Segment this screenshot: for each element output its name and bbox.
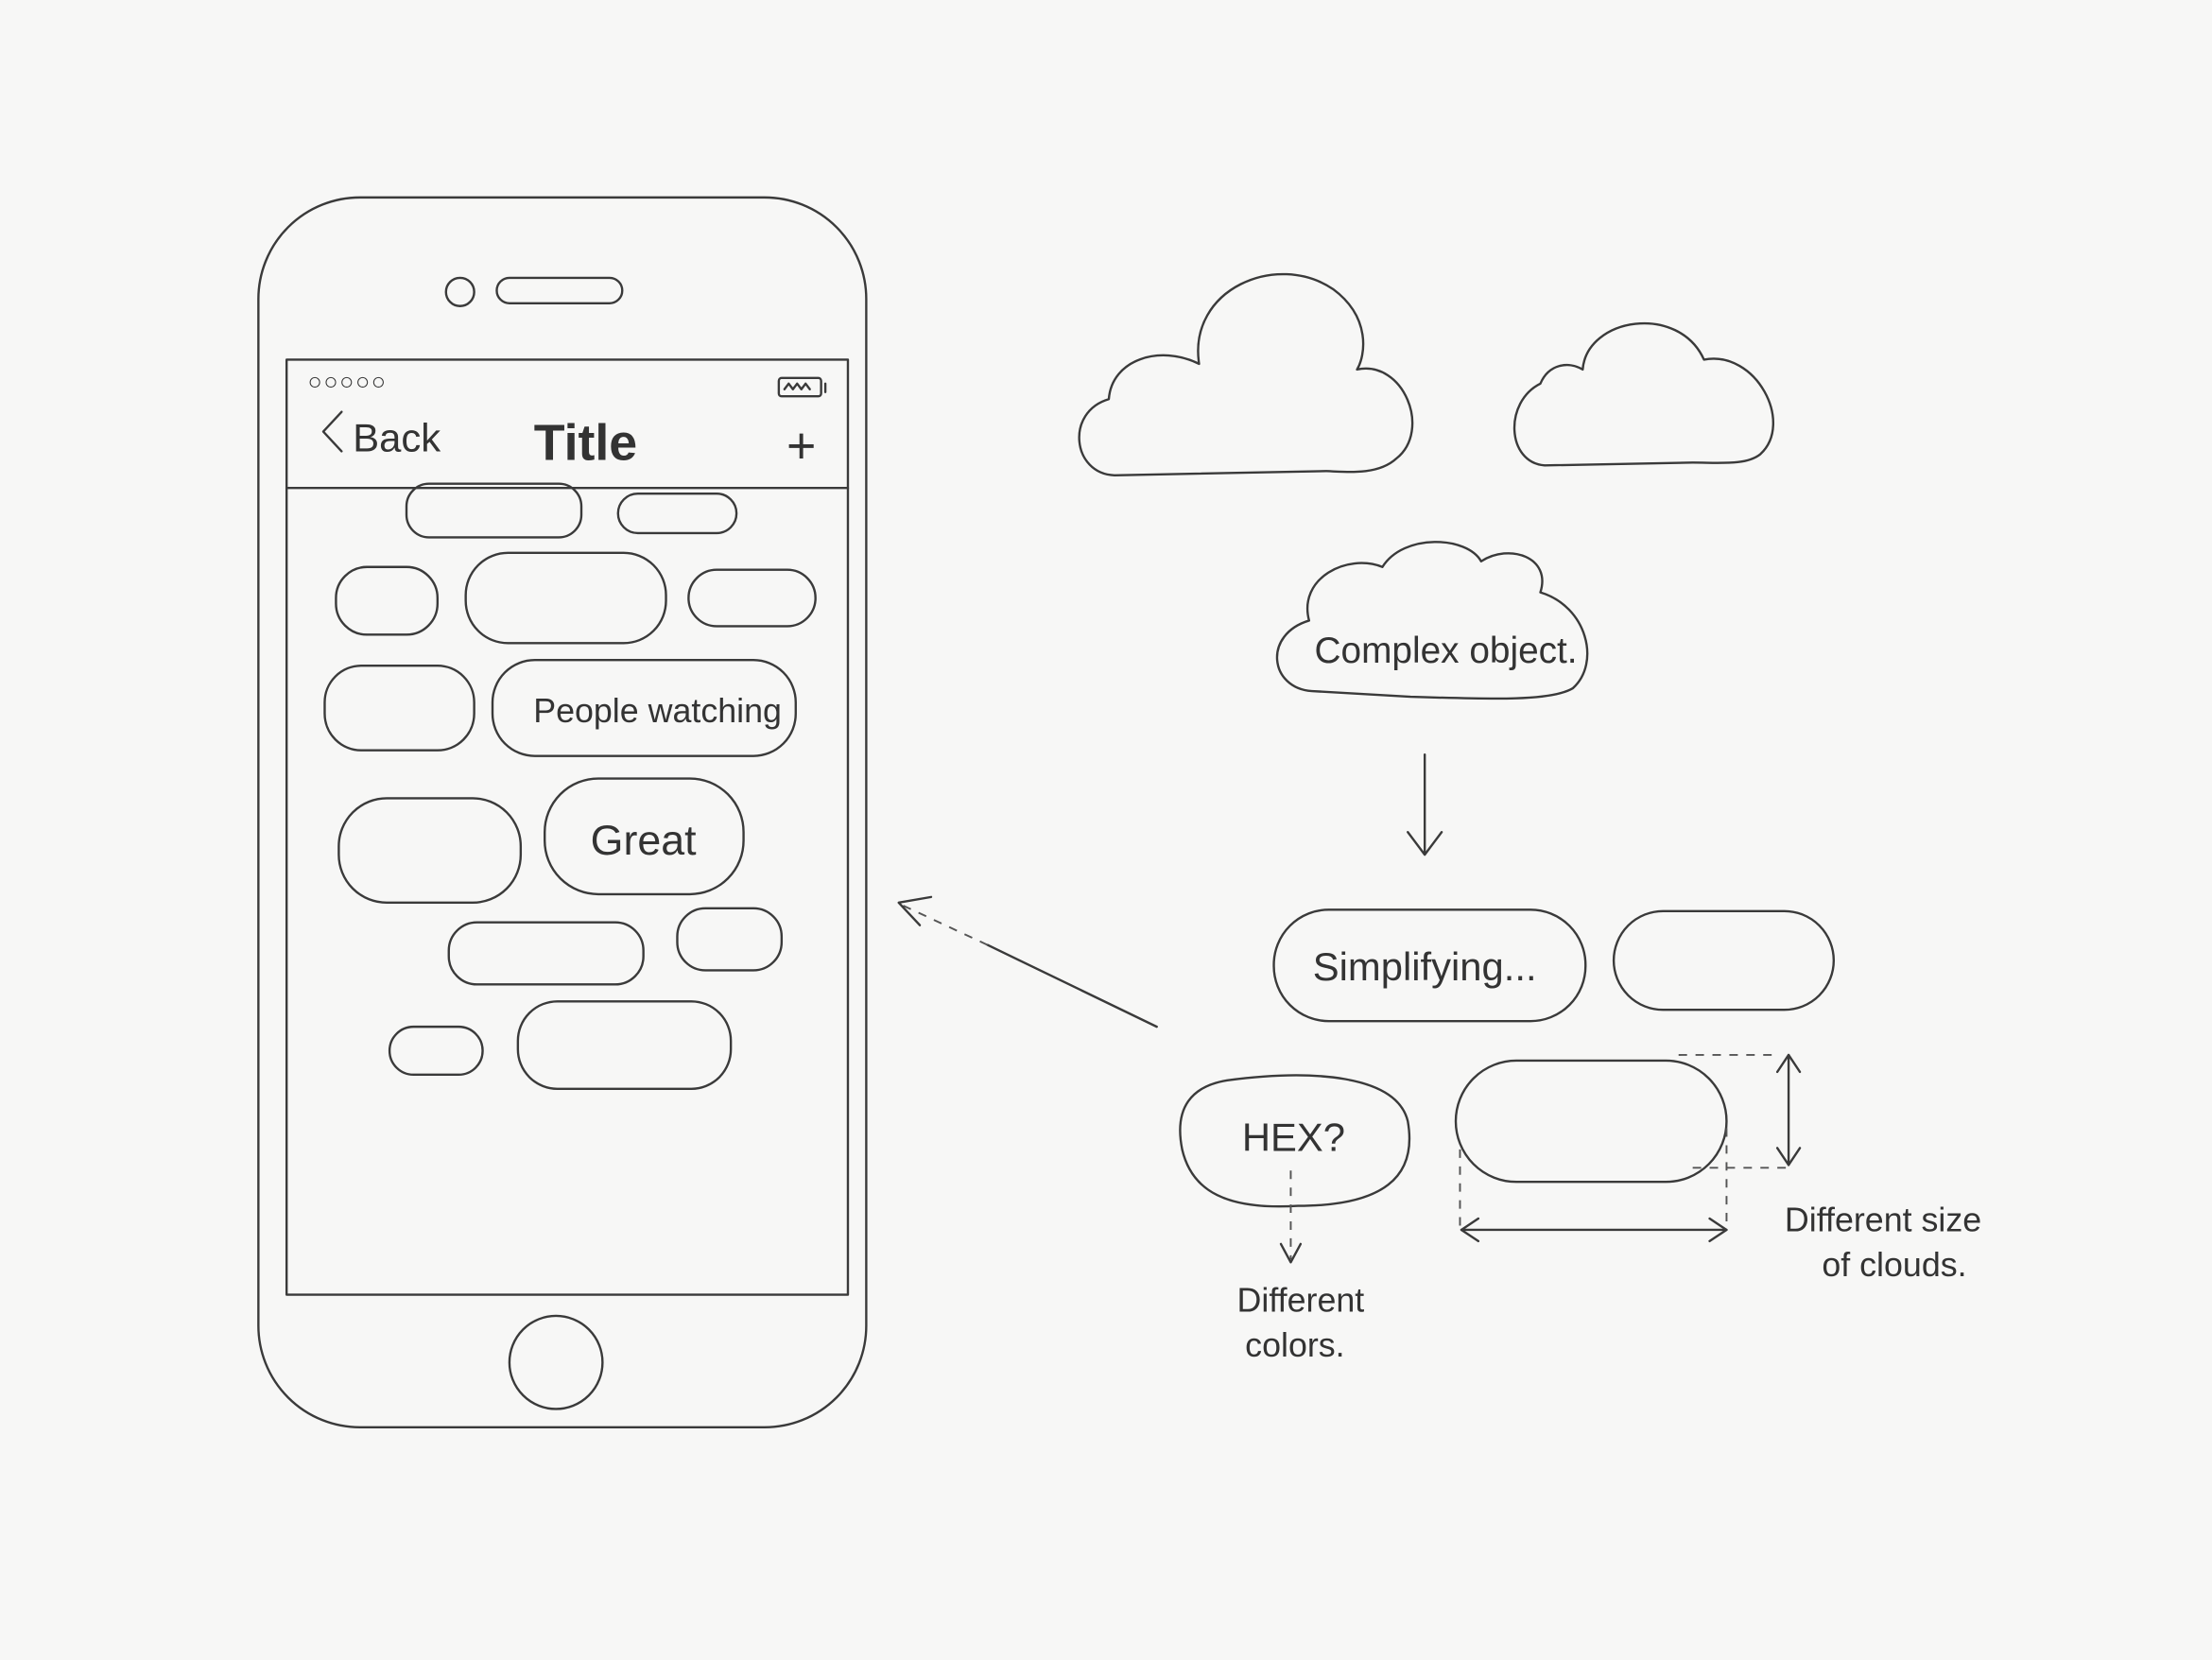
complex-object-cloud: Complex object. [1275, 541, 1589, 700]
simplifying-label: Simplifying... [1313, 944, 1537, 989]
cloud-icon [1512, 321, 1774, 467]
speaker-grille [495, 276, 624, 304]
cloud-bubble[interactable] [335, 565, 440, 636]
down-arrow [1407, 752, 1443, 856]
battery-icon [777, 376, 827, 398]
height-arrow [1775, 1053, 1802, 1167]
cloud-label: People watching [533, 692, 782, 730]
cloud-bubble[interactable] [405, 482, 583, 539]
colors-arrow [1279, 1170, 1303, 1264]
cloud-bubble[interactable] [464, 551, 667, 645]
signal-dots: ○○○○○ [308, 369, 388, 395]
phone-mockup: ○○○○○ Back Title + People watching [257, 196, 868, 1429]
cloud-bubble[interactable] [323, 664, 475, 752]
cloud-bubble[interactable] [516, 1000, 733, 1090]
back-label: Back [353, 415, 441, 459]
complex-object-label: Complex object. [1315, 631, 1578, 671]
cloud-bubble[interactable] [388, 1025, 484, 1077]
cloud-bubble[interactable] [447, 921, 645, 986]
cloud-list: People watching Great [323, 482, 817, 1090]
add-button[interactable]: + [786, 417, 816, 474]
home-button[interactable] [508, 1314, 604, 1410]
pointer-arrow [897, 895, 1158, 1029]
cloud-bubble[interactable] [616, 492, 738, 535]
nav-title: Title [534, 414, 637, 471]
size-note-line2: of clouds. [1822, 1246, 1966, 1284]
phone-outline [257, 196, 868, 1429]
cloud-bubble[interactable] [337, 797, 523, 905]
hex-label: HEX? [1242, 1115, 1345, 1159]
size-example-pill [1454, 1059, 1728, 1184]
width-arrow [1460, 1217, 1728, 1243]
colors-note-line2: colors. [1245, 1326, 1344, 1364]
cloud-bubble[interactable] [687, 568, 817, 628]
cloud-bubble-people-watching[interactable]: People watching [491, 659, 797, 757]
back-button[interactable]: Back [321, 410, 441, 460]
simplifying-pill: Simplifying... [1272, 908, 1587, 1023]
blank-pill [1612, 909, 1836, 1012]
phone-screen [285, 358, 850, 1296]
colors-note-line1: Different [1237, 1281, 1365, 1319]
cloud-icon [1078, 272, 1414, 476]
size-note-line1: Different size [1785, 1201, 1981, 1238]
chevron-left-icon [321, 410, 343, 453]
hex-blob: HEX? [1179, 1074, 1411, 1208]
camera-icon [444, 276, 475, 307]
cloud-bubble-great[interactable]: Great [544, 777, 745, 896]
cloud-bubble[interactable] [676, 907, 784, 972]
cloud-label: Great [591, 817, 697, 864]
